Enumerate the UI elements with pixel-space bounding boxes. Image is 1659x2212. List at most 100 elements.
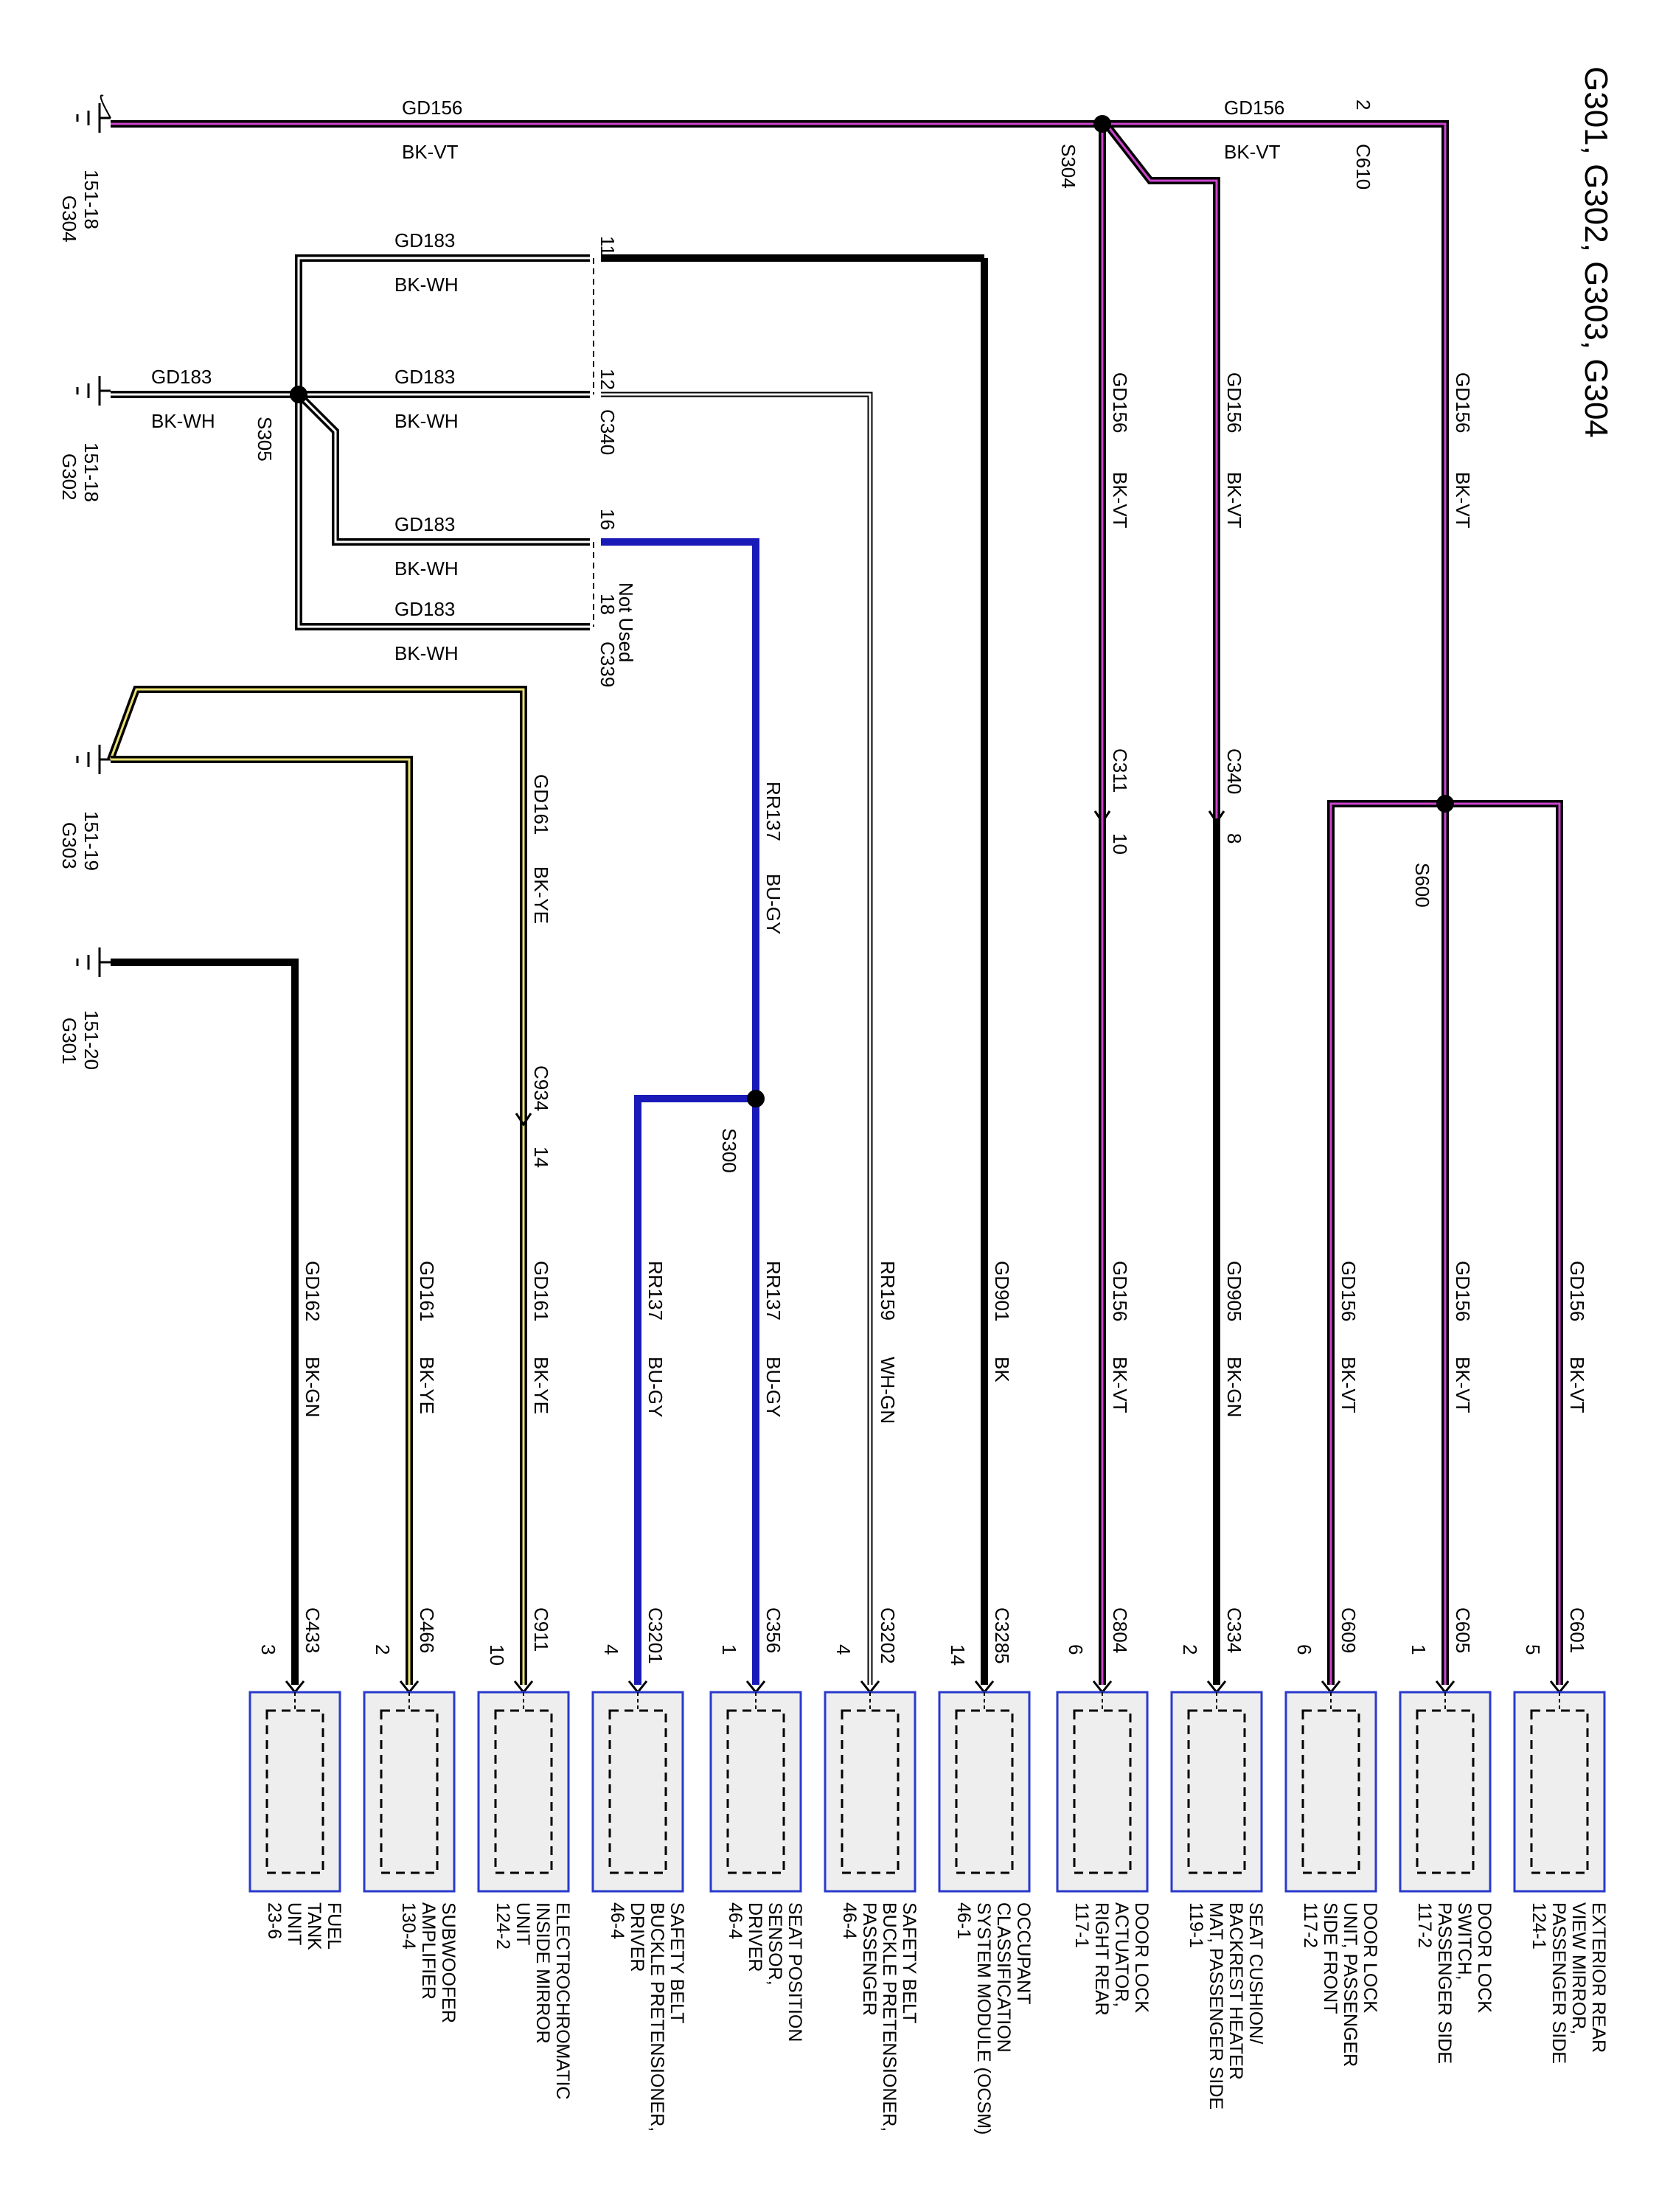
wire-label-bkwh-12: BK-WH	[394, 410, 459, 432]
connector-pin-label: 4	[832, 1644, 855, 1655]
component-name-line: BUCKLE PRETENSIONER,	[647, 1902, 667, 2132]
connector-c340: C340	[597, 409, 619, 455]
component-box	[1399, 1691, 1492, 1893]
component-name-line: 117-2	[1300, 1902, 1321, 1948]
ground-g302-ref: 151-18	[80, 442, 102, 502]
wire-color-label: BU-GY	[644, 1357, 667, 1417]
connector-label: C356	[762, 1607, 785, 1653]
component-inner-box	[841, 1709, 900, 1874]
connector-pin-label: 6	[1065, 1644, 1087, 1655]
connector-label: C334	[1223, 1607, 1245, 1653]
component-name-line: 124-2	[493, 1902, 513, 1950]
component-name-line: UNIT	[512, 1902, 533, 1945]
wire-circuit-label: RR137	[644, 1261, 667, 1321]
connector-label: C433	[302, 1607, 324, 1653]
component-inner-box	[380, 1709, 439, 1874]
component-name-line: SUBWOOFER	[438, 1902, 459, 2023]
connector-label: C605	[1452, 1607, 1474, 1653]
component-inner-box	[494, 1709, 553, 1874]
component-name-line: SWITCH,	[1454, 1902, 1475, 1980]
wire-color-label: BK-VT	[1109, 1357, 1131, 1413]
ground-g303-name: G303	[58, 822, 80, 869]
component-name-line: 46-1	[953, 1902, 974, 1939]
wire-circuit-label: GD156	[1338, 1261, 1360, 1321]
connector-c610: C610	[1352, 144, 1374, 189]
component-name-line: 46-4	[839, 1902, 860, 1939]
wire-gd183-group	[111, 254, 984, 1685]
ground-g301-name: G301	[58, 1018, 80, 1065]
wire-label-bkwh-11: BK-WH	[394, 274, 459, 296]
connector-c311: C311	[1109, 748, 1131, 793]
component-box	[248, 1691, 341, 1893]
connector-c934: C934	[530, 1065, 552, 1111]
wire-label-gd183-18: GD183	[394, 598, 455, 620]
component-box	[591, 1691, 684, 1893]
connector-pin-11: 11	[597, 236, 619, 256]
connector-c339: C339	[597, 641, 619, 687]
component-box	[1170, 1691, 1263, 1893]
component-name-line: SYSTEM MODULE (OCSM)	[973, 1902, 994, 2135]
component-name-line: 46-4	[607, 1902, 627, 1939]
wire-label-bugy: BU-GY	[762, 874, 785, 934]
wire-label-bkvt-a: BK-VT	[402, 141, 459, 163]
wire-label-bkvt-c610: BK-VT	[1452, 472, 1474, 529]
wire-gd162	[111, 959, 299, 1685]
component-name-line: 117-1	[1071, 1902, 1092, 1948]
connector-label: C804	[1109, 1607, 1131, 1653]
component-name-line: DOOR LOCK	[1474, 1902, 1495, 2013]
component-inner-box	[1187, 1709, 1246, 1874]
wire-circuit-label: GD901	[991, 1261, 1013, 1321]
component-name-line: UNIT	[284, 1902, 305, 1945]
component-inner-box	[608, 1709, 667, 1874]
component-name-line: 23-6	[264, 1902, 285, 1939]
connector-pin-label: 10	[486, 1644, 508, 1666]
component-name-line: ACTUATOR,	[1111, 1902, 1132, 2007]
wire-label-bkvt-b: BK-VT	[1224, 141, 1281, 163]
connector-pin-18: 18	[597, 594, 619, 615]
wire-color-label: BK-VT	[1452, 1357, 1474, 1413]
wire-circuit-label: GD162	[302, 1261, 324, 1321]
not-used-label: Not Used	[615, 582, 637, 662]
connector-label: C3285	[991, 1607, 1013, 1664]
wire-label-gd183-12: GD183	[394, 366, 455, 388]
wire-circuit-label: RR159	[877, 1261, 899, 1321]
wire-circuit-label: GD156	[1109, 1261, 1131, 1321]
connector-label: C609	[1338, 1607, 1360, 1653]
wire-gd161-group	[107, 686, 527, 1685]
ground-g303: G303 151-19	[58, 745, 111, 871]
component-name-line: TANK	[304, 1902, 324, 1950]
connector-pin-label: 6	[1293, 1644, 1315, 1655]
wire-label-gd156-s304: GD156	[1109, 372, 1131, 433]
component-box	[1513, 1691, 1606, 1893]
component-name-line: DRIVER	[627, 1902, 647, 1972]
ground-g303-ref: 151-19	[80, 811, 102, 871]
splice-s304: S304	[1057, 144, 1079, 189]
connector-c340-8-pin: 8	[1223, 833, 1245, 844]
component-name-line: CLASSIFICATION	[993, 1902, 1014, 2053]
component-name-line: SEAT CUSHION/	[1245, 1902, 1266, 2044]
connector-pin-label: 1	[718, 1644, 740, 1655]
component-name-line: PASSENGER	[859, 1902, 880, 2016]
component-box	[1284, 1691, 1377, 1893]
connector-pin-label: 1	[1408, 1644, 1430, 1655]
wire-label-gd183-g302: GD183	[151, 366, 212, 388]
component-inner-box	[1416, 1709, 1475, 1874]
component-name-line: DOOR LOCK	[1360, 1902, 1380, 2013]
component-name-line: 124-1	[1528, 1902, 1549, 1950]
connector-pin-label: 2	[372, 1644, 394, 1655]
wire-color-label: BK-VT	[1338, 1357, 1360, 1413]
connector-c610-pin: 2	[1352, 100, 1374, 110]
wire-label-bkwh-16: BK-WH	[394, 557, 459, 580]
connector-label: C911	[530, 1607, 552, 1652]
component-box	[709, 1691, 802, 1893]
component-box	[1056, 1691, 1149, 1893]
components-row: GD162BK-GNC4333FUELTANKUNIT23-6GD161BK-Y…	[248, 1261, 1609, 2135]
wire-label-gd156-c340: GD156	[1223, 372, 1245, 433]
wire-label-gd156-a: GD156	[402, 97, 462, 119]
connector-pin-16: 16	[597, 509, 619, 530]
